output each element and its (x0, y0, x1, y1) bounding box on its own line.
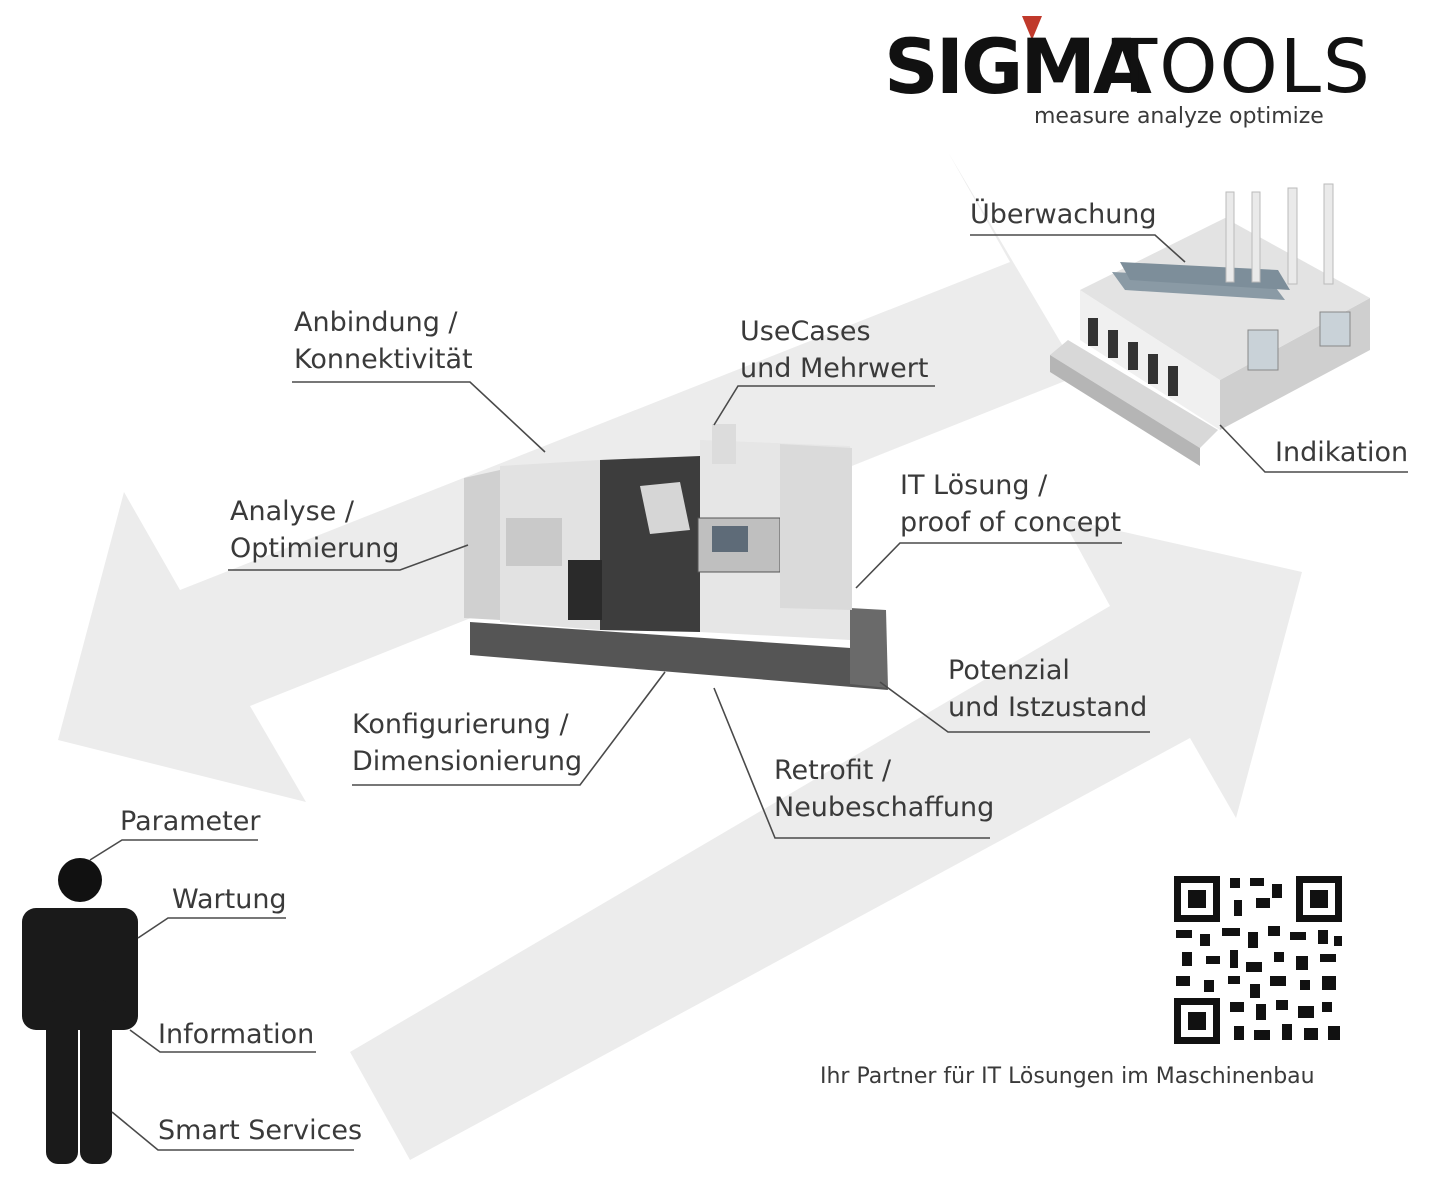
cnc-machine-icon (464, 424, 888, 690)
label-anbindung-line2: Konnektivität (294, 344, 473, 375)
label-it-loesung-line1: IT Lösung / (900, 470, 1048, 501)
logo-tagline: measure analyze optimize (1034, 104, 1324, 129)
label-usecases-line2: und Mehrwert (740, 353, 929, 384)
label-parameter: Parameter (120, 806, 261, 837)
logo-brand-bold: SIGMA (884, 22, 1152, 111)
footer-slogan: Ihr Partner für IT Lösungen im Maschinen… (820, 1064, 1315, 1089)
factory-icon (1050, 183, 1370, 466)
label-potenzial-line2: und Istzustand (948, 692, 1148, 723)
label-wartung: Wartung (172, 884, 287, 915)
label-smart-services: Smart Services (158, 1115, 363, 1146)
qr-code-icon (1172, 874, 1344, 1046)
label-potenzial-line1: Potenzial (948, 655, 1070, 686)
label-it-loesung-line2: proof of concept (900, 507, 1122, 538)
label-konfigurierung-line1: Konfigurierung / (352, 709, 569, 740)
label-konfigurierung-line2: Dimensionierung (352, 746, 583, 777)
label-analyse-line1: Analyse / (230, 496, 354, 527)
arrow-right-icon (350, 518, 1302, 1160)
logo-accent-icon (1022, 16, 1042, 40)
label-information: Information (158, 1019, 315, 1050)
person-icon (22, 858, 138, 1164)
label-retrofit-line1: Retrofit / (774, 755, 892, 786)
label-retrofit-line2: Neubeschaffung (774, 792, 995, 823)
logo-brand-light: TOOLS (1112, 24, 1372, 110)
label-anbindung-line1: Anbindung / (294, 307, 458, 338)
label-usecases-line1: UseCases (740, 316, 871, 347)
label-analyse-line2: Optimierung (230, 533, 400, 564)
label-ueberwachung: Überwachung (970, 199, 1157, 230)
label-indikation: Indikation (1275, 437, 1409, 468)
leader-lines (89, 234, 1408, 1151)
